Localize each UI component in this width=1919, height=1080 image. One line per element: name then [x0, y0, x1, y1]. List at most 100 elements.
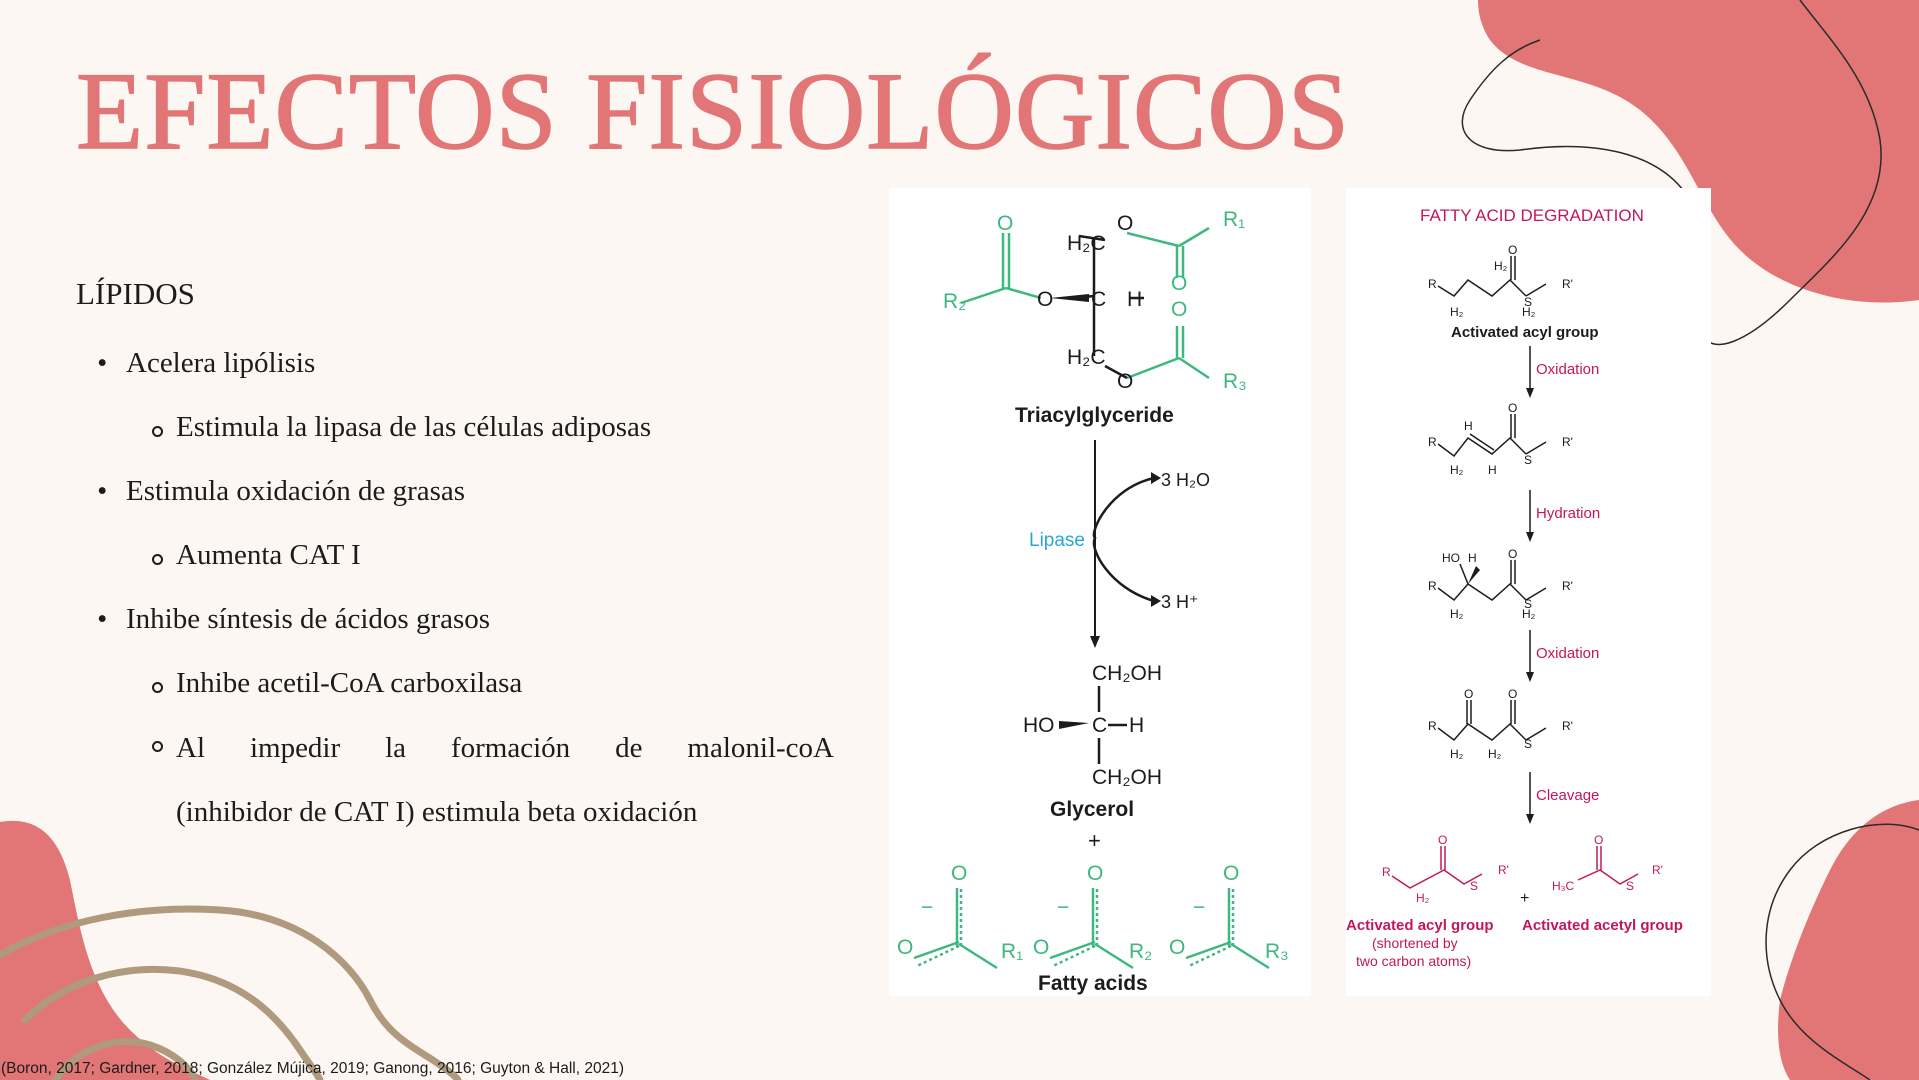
step-label: Cleavage — [1536, 787, 1599, 804]
lipase-enzyme-label: Lipase — [1029, 530, 1085, 551]
oxygen-label: O — [1508, 401, 1517, 415]
bullet-item: Inhibe síntesis de ácidos grasos — [104, 603, 490, 636]
r-group-label: R — [1428, 579, 1437, 593]
oxygen-label: O — [1223, 862, 1239, 885]
degradation-title: FATTY ACID DEGRADATION — [1420, 206, 1644, 225]
h2c-label: H₂C — [1067, 346, 1105, 369]
hollow-bullet-icon — [152, 426, 163, 437]
step-label: Oxidation — [1536, 361, 1599, 378]
oxygen-label: O — [1171, 272, 1187, 295]
h2-label: H₂ — [1522, 607, 1536, 621]
product1-note: two carbon atoms) — [1356, 953, 1471, 969]
bullet-item: Acelera lipólisis — [104, 347, 315, 380]
sub-bullet-text: Inhibe acetil-CoA carboxilasa — [176, 667, 523, 699]
r-group-label: R — [1428, 719, 1437, 733]
fatty-acid-1: O O R₁ − — [897, 862, 1023, 970]
r1-label: R₁ — [1223, 208, 1245, 231]
r2-label: R₂ — [943, 290, 966, 313]
sub-bullet-item: Estimula la lipasa de las células adipos… — [152, 411, 651, 444]
r2-label: R₂ — [1129, 940, 1152, 963]
oxygen-label: O — [997, 212, 1013, 235]
bottom-left-blob — [0, 820, 210, 1080]
product1-note: (shortened by — [1372, 935, 1458, 951]
r-group-label: R — [1428, 435, 1437, 449]
sub-bullet-item-multiline: Al impedir la formación de malonil-coA (… — [152, 716, 834, 844]
step-arrow-oxidation-2: Oxidation — [1526, 630, 1599, 682]
bullet-text: Estimula oxidación de grasas — [126, 475, 466, 507]
methyl-label: H₃C — [1552, 879, 1575, 893]
step-label: Hydration — [1536, 505, 1600, 522]
oxygen-label: O — [1508, 243, 1517, 257]
r-group-label: R — [1382, 865, 1391, 879]
oxygen-label: O — [1464, 687, 1473, 701]
sub-bullet-text: Estimula la lipasa de las células adipos… — [176, 411, 652, 443]
h2-label: H₂ — [1450, 463, 1464, 477]
h2-label: H₂ — [1488, 747, 1502, 761]
sub-bullet-item: Inhibe acetil-CoA carboxilasa — [152, 667, 522, 700]
fatty-acids-label: Fatty acids — [1038, 972, 1148, 995]
lipolysis-diagram: O R₂ R₁ O O R₃ H₂C O O C H H₂C O Triacyl… — [897, 208, 1289, 995]
h2-label: H₂ — [1450, 607, 1464, 621]
oxygen-label: O — [1117, 370, 1133, 393]
oxygen-label: O — [951, 862, 967, 885]
glycerol-label: Glycerol — [1050, 798, 1134, 821]
degradation-figure: FATTY ACID DEGRADATION R R' S O H₂ H₂ H₂… — [1346, 188, 1711, 996]
carbon-label: C — [1091, 288, 1106, 311]
degradation-diagram: FATTY ACID DEGRADATION R R' S O H₂ H₂ H₂… — [1346, 206, 1683, 969]
section-heading: LÍPIDOS — [76, 276, 195, 311]
hydroxyl-label: HO — [1442, 551, 1460, 565]
hollow-bullet-icon — [152, 682, 163, 693]
bottom-left-rope-inner — [51, 1037, 199, 1080]
hydrogen-label: H — [1468, 551, 1477, 565]
bullet-text: Inhibe síntesis de ácidos grasos — [126, 603, 491, 635]
r-prime-label: R' — [1498, 863, 1509, 877]
oxygen-label: O — [1438, 833, 1447, 847]
water-label: 3 H₂O — [1161, 470, 1210, 490]
oxygen-label: O — [1037, 288, 1053, 311]
activated-acyl-label: Activated acyl group — [1451, 324, 1599, 341]
oxygen-label: O — [1171, 298, 1187, 321]
step-label: Oxidation — [1536, 645, 1599, 662]
hydrogen-label: H — [1129, 714, 1144, 737]
sub-bullet-item: Aumenta CAT I — [152, 539, 361, 572]
lipolysis-figure: O R₂ R₁ O O R₃ H₂C O O C H H₂C O Triacyl… — [889, 188, 1311, 996]
r3-label: R₃ — [1265, 940, 1289, 963]
oxygen-label: O — [1508, 687, 1517, 701]
hydroxyl-label: HO — [1023, 714, 1055, 737]
bullet-text: Acelera lipólisis — [126, 347, 316, 379]
sulfur-label: S — [1524, 597, 1532, 611]
triacylglyceride-label: Triacylglyceride — [1015, 404, 1174, 427]
r-prime-label: R' — [1652, 863, 1663, 877]
oxygen-label: O — [1508, 547, 1517, 561]
step-arrow-cleavage: Cleavage — [1526, 772, 1599, 824]
step-arrow-hydration: Hydration — [1526, 490, 1600, 542]
protons-label: 3 H⁺ — [1161, 592, 1199, 612]
sub-bullet-text-line1: Al impedir la formación de malonil-coA — [176, 732, 834, 764]
sulfur-label: S — [1626, 879, 1634, 893]
oxygen-label: O — [1594, 833, 1603, 847]
charge-label: − — [1193, 896, 1205, 919]
fatty-acid-3: O O R₃ − — [1169, 862, 1289, 970]
h2c-label: H₂C — [1067, 232, 1105, 255]
r-prime-label: R' — [1562, 719, 1573, 733]
ketoacyl-molecule: R R' S O O H₂ H₂ — [1428, 687, 1573, 761]
hydroxyacyl-molecule: R R' S O H HO H₂ H₂ — [1428, 547, 1573, 621]
r1-label: R₁ — [1001, 940, 1023, 963]
hydrogen-label: H — [1464, 419, 1473, 433]
sulfur-label: S — [1524, 737, 1532, 751]
charge-label: − — [1057, 896, 1069, 919]
bullet-item: Estimula oxidación de grasas — [104, 475, 465, 508]
sulfur-label: S — [1524, 453, 1532, 467]
hydrogen-label: H — [1127, 288, 1142, 311]
sub-bullet-text-line2: (inhibidor de CAT I) estimula beta oxida… — [176, 796, 698, 828]
ch2oh-label: CH₂OH — [1092, 766, 1162, 789]
r-prime-label: R' — [1562, 277, 1573, 291]
plus-sign: + — [1520, 890, 1529, 907]
charge-label: − — [921, 896, 933, 919]
sulfur-label: S — [1524, 295, 1532, 309]
product1-label: Activated acyl group — [1346, 917, 1494, 934]
citation: (Boron, 2017; Gardner, 2018; González Mú… — [1, 1060, 624, 1077]
right-bottom-blob — [1778, 800, 1919, 1080]
hydrogen-label: H — [1488, 463, 1497, 477]
